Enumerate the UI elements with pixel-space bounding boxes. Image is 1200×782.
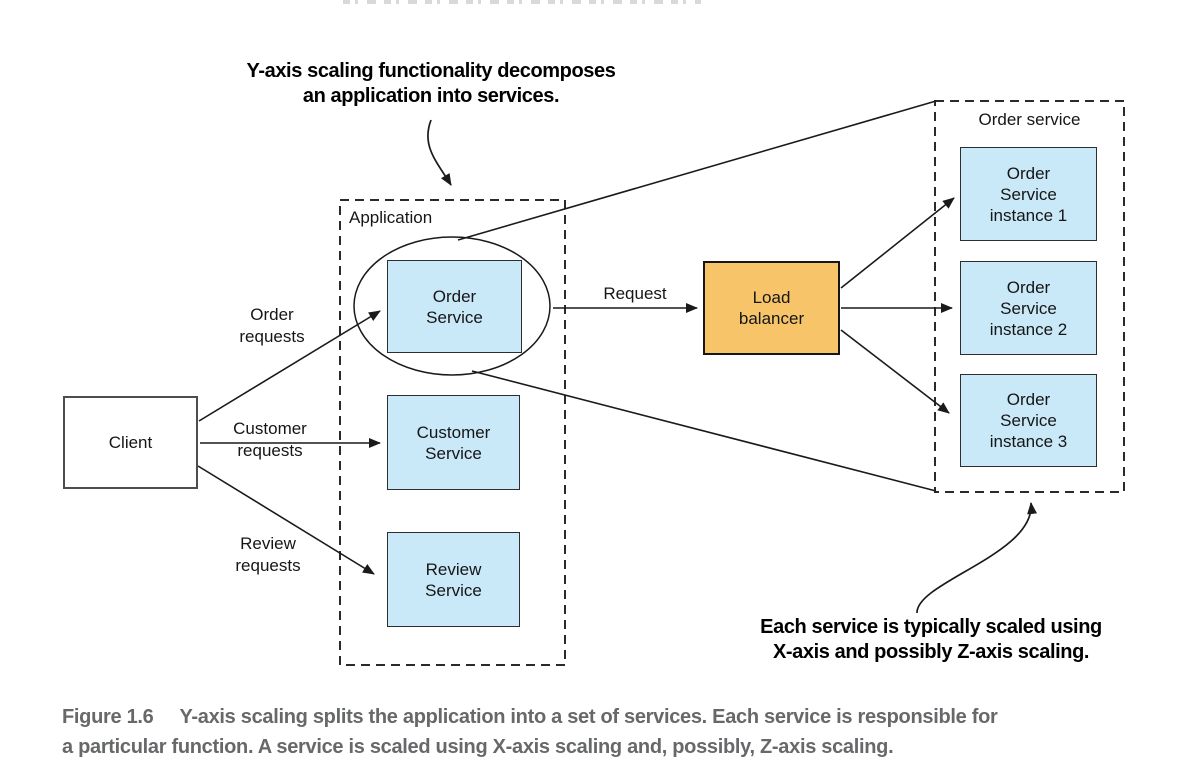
figure-caption: Figure 1.6 Y-axis scaling splits the appl… [62, 702, 1172, 762]
arrow-lb-to-instance-1 [840, 197, 955, 289]
order-service-label-line2: Service [426, 307, 483, 327]
annotation-arrow-scaling [916, 502, 1038, 614]
customer-service-label-line2: Service [425, 443, 482, 463]
load-balancer-label-line1: Load [752, 288, 791, 307]
review-service-box: Review Service [387, 532, 520, 627]
instance-3-line3: instance 3 [989, 432, 1068, 451]
instance-2-line2: Service [1000, 298, 1057, 318]
figure-caption-line1: Figure 1.6 Y-axis scaling splits the appl… [62, 702, 1172, 732]
y-axis-annotation-line2: an application into services. [302, 85, 560, 107]
review-requests-label: Review requests [213, 533, 323, 577]
order-service-group-label: Order service [978, 110, 1081, 129]
instance-2-line1: Order [1006, 277, 1051, 297]
review-requests-line2: requests [235, 556, 301, 575]
order-requests-label: Order requests [217, 304, 327, 348]
application-label: Application [349, 208, 433, 227]
order-service-label-line1: Order [432, 286, 477, 306]
review-requests-line1: Review [240, 534, 296, 553]
order-service-instance-1-box: Order Service instance 1 [960, 147, 1097, 241]
scaling-annotation: Each service is typically scaled using X… [731, 615, 1131, 665]
scaling-annotation-line2: X-axis and possibly Z-axis scaling. [772, 641, 1090, 663]
customer-service-box: Customer Service [387, 395, 520, 490]
instance-3-line2: Service [1000, 411, 1057, 430]
scaling-annotation-line1: Each service is typically scaled using [760, 616, 1102, 638]
y-axis-annotation: Y-axis scaling functionality decomposes … [226, 59, 636, 109]
request-label: Request [603, 284, 667, 303]
order-service-instance-2-box: Order Service instance 2 [960, 261, 1097, 355]
arrow-client-to-review-service [197, 465, 375, 575]
client-box: Client [63, 396, 198, 489]
review-service-label-line1: Review [425, 559, 482, 579]
customer-requests-line2: requests [237, 441, 303, 460]
figure-caption-number: Figure 1.6 [62, 706, 154, 728]
arrow-lb-to-instance-3 [840, 329, 950, 414]
application-dashed-box [339, 199, 566, 666]
order-service-group-dashed-box [934, 100, 1125, 493]
order-service-highlight-ellipse [353, 236, 551, 376]
order-service-instance-3-box: Order Service instance 3 [960, 374, 1097, 467]
review-service-label-line2: Service [425, 580, 482, 600]
customer-requests-line1: Customer [233, 419, 307, 438]
annotation-arrow-y-axis [427, 119, 452, 186]
customer-requests-label: Customer requests [215, 418, 325, 462]
load-balancer-label-line2: balancer [738, 309, 805, 328]
customer-service-label-line1: Customer [416, 422, 491, 442]
order-requests-line2: requests [239, 327, 305, 346]
client-label: Client [108, 433, 153, 452]
instance-1-line3: instance 1 [989, 205, 1068, 225]
projection-line-top [457, 100, 937, 241]
figure-caption-line2: a particular function. A service is scal… [62, 736, 894, 758]
cropped-page-header-remnant [343, 0, 701, 4]
projection-line-bottom [471, 370, 937, 492]
instance-2-line3: instance 2 [989, 319, 1068, 339]
load-balancer-box: Load balancer [703, 261, 840, 355]
order-service-box: Order Service [387, 260, 522, 353]
instance-1-line2: Service [1000, 184, 1057, 204]
y-axis-annotation-line1: Y-axis scaling functionality decomposes [246, 60, 616, 82]
instance-3-line1: Order [1006, 390, 1051, 409]
order-requests-line1: Order [250, 305, 294, 324]
instance-1-line1: Order [1006, 163, 1051, 183]
figure-caption-text1: Y-axis scaling splits the application in… [179, 706, 998, 728]
arrow-client-to-order-service [198, 310, 381, 422]
